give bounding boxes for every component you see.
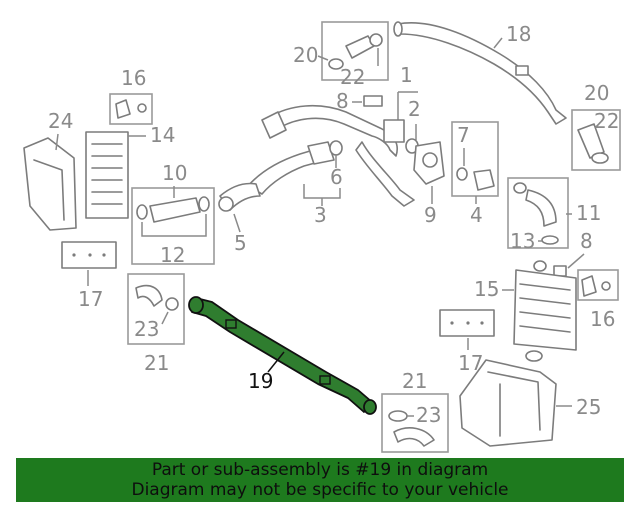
box-10-12 bbox=[131, 187, 215, 265]
label-9[interactable]: 9 bbox=[424, 203, 437, 227]
part-3-pipe-assembly bbox=[218, 140, 343, 212]
label-23-left[interactable]: 23 bbox=[134, 317, 159, 341]
part-8-sensor-top bbox=[363, 95, 383, 107]
part-16-bracket-right bbox=[581, 275, 611, 297]
part-9-throttle bbox=[413, 141, 445, 185]
part-17-bracket-right bbox=[439, 309, 495, 337]
box-11-13 bbox=[507, 177, 569, 249]
part-17-bracket-left bbox=[61, 241, 117, 269]
part-14-intercooler-left bbox=[85, 131, 129, 219]
part-18-pipe bbox=[393, 21, 567, 125]
box-16-left bbox=[109, 93, 153, 125]
label-8-top[interactable]: 8 bbox=[336, 89, 349, 113]
label-25[interactable]: 25 bbox=[576, 395, 601, 419]
box-7-4 bbox=[451, 121, 499, 197]
parts-diagram: 18 20 22 16 8 1 2 6 bbox=[23, 21, 621, 453]
part-21-hose-left bbox=[135, 284, 179, 311]
label-10[interactable]: 10 bbox=[162, 161, 187, 185]
part-21-hose-right bbox=[388, 410, 435, 447]
banner-line-2: Diagram may not be specific to your vehi… bbox=[131, 480, 509, 500]
box-21-23-left bbox=[127, 273, 185, 345]
label-24[interactable]: 24 bbox=[48, 109, 73, 133]
label-21-right[interactable]: 21 bbox=[402, 369, 427, 393]
label-2[interactable]: 2 bbox=[408, 97, 421, 121]
part-24-air-guide bbox=[23, 137, 77, 231]
part-20-hose-top bbox=[328, 33, 383, 70]
label-14[interactable]: 14 bbox=[150, 123, 175, 147]
label-11[interactable]: 11 bbox=[576, 201, 601, 225]
box-16-right bbox=[577, 269, 619, 301]
label-3[interactable]: 3 bbox=[314, 203, 327, 227]
part-19-charge-air-pipe[interactable] bbox=[188, 296, 377, 415]
part-1-charge-pipe bbox=[261, 104, 419, 207]
banner-line-1: Part or sub-assembly is #19 in diagram bbox=[151, 460, 489, 480]
label-13[interactable]: 13 bbox=[510, 229, 535, 253]
label-16-right[interactable]: 16 bbox=[590, 307, 615, 331]
part-25-air-duct bbox=[459, 359, 557, 447]
part-12-hose bbox=[136, 196, 210, 223]
box-21-23-right bbox=[381, 393, 449, 453]
label-16-left[interactable]: 16 bbox=[121, 66, 146, 90]
label-22-right[interactable]: 22 bbox=[594, 109, 619, 133]
label-21-left[interactable]: 21 bbox=[144, 351, 169, 375]
part-20-hose-right bbox=[577, 123, 609, 164]
label-22-top[interactable]: 22 bbox=[340, 65, 365, 89]
label-5[interactable]: 5 bbox=[234, 231, 247, 255]
label-17-left[interactable]: 17 bbox=[78, 287, 103, 311]
label-15[interactable]: 15 bbox=[474, 277, 499, 301]
info-banner: Part or sub-assembly is #19 in diagram D… bbox=[16, 458, 624, 502]
label-7[interactable]: 7 bbox=[457, 123, 470, 147]
label-6[interactable]: 6 bbox=[330, 165, 343, 189]
box-20-22-top bbox=[321, 21, 389, 81]
box-20-22-right bbox=[571, 109, 621, 171]
part-15-intercooler-right bbox=[513, 260, 577, 362]
label-20-top[interactable]: 20 bbox=[293, 43, 318, 67]
label-12[interactable]: 12 bbox=[160, 243, 185, 267]
label-20-right[interactable]: 20 bbox=[584, 81, 609, 105]
label-1[interactable]: 1 bbox=[400, 63, 413, 87]
part-16-bracket-left bbox=[115, 99, 147, 119]
label-18[interactable]: 18 bbox=[506, 22, 531, 46]
part-11-hose bbox=[513, 182, 559, 245]
label-8-right[interactable]: 8 bbox=[580, 229, 593, 253]
label-19[interactable]: 19 bbox=[248, 369, 273, 393]
label-23-right[interactable]: 23 bbox=[416, 403, 441, 427]
part-4-adapter bbox=[456, 167, 495, 191]
label-4[interactable]: 4 bbox=[470, 203, 483, 227]
